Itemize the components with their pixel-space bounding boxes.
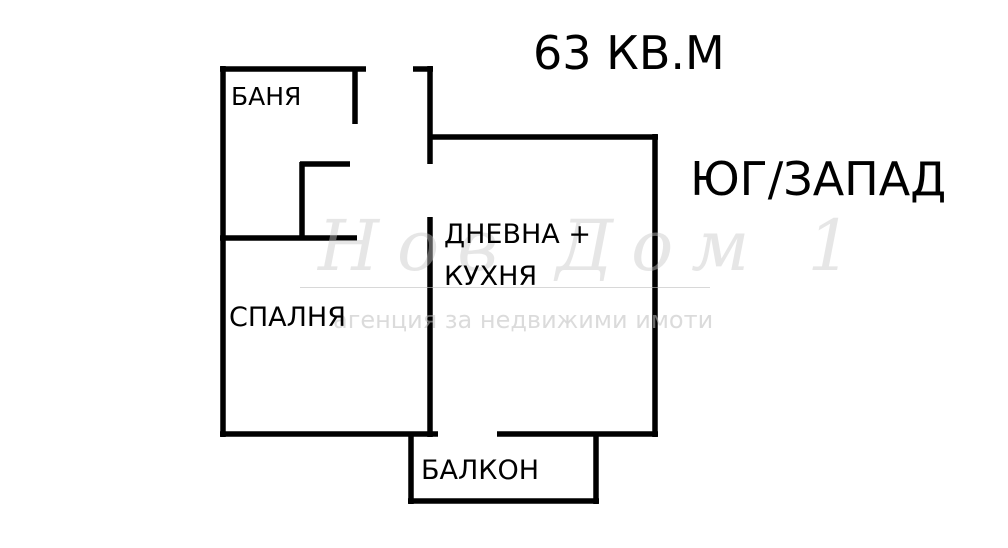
room-label-living-line1: ДНЕВНА + [444,219,591,250]
watermark-underline [300,287,710,288]
orientation-label: ЮГ/ЗАПАД [690,152,947,206]
room-label-bathroom: БАНЯ [231,82,302,111]
room-label-bedroom: СПАЛНЯ [229,302,346,333]
room-label-living-line2: КУХНЯ [444,261,538,292]
area-label: 63 КВ.М [533,26,725,80]
room-label-balcony: БАЛКОН [421,455,540,486]
